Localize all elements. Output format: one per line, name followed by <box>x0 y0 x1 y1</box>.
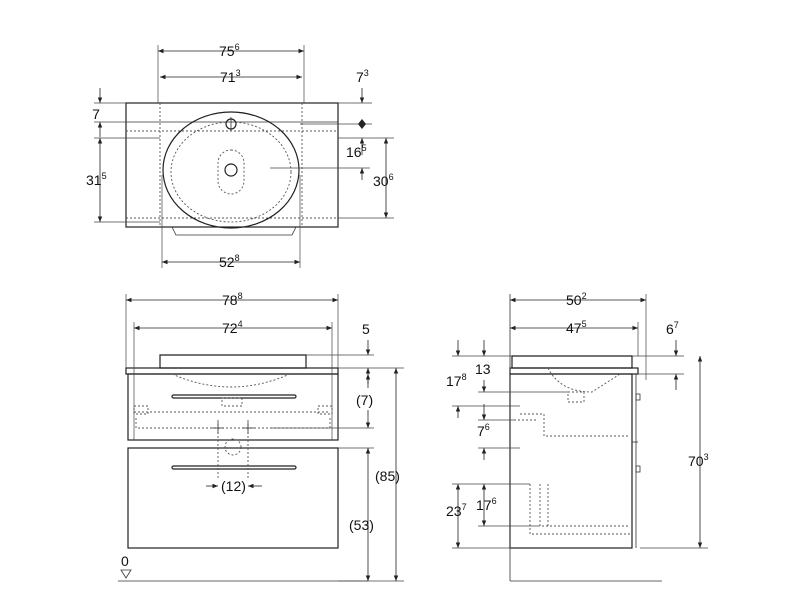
dim-label-30-6: 306 <box>373 172 394 189</box>
dim-label-72-4: 724 <box>222 319 243 336</box>
overflow-slot <box>217 149 245 195</box>
svg-text:237: 237 <box>446 502 467 519</box>
dim-label-78-8: 788 <box>222 291 243 308</box>
dim-label-70-3: 703 <box>688 452 709 469</box>
svg-text:13: 13 <box>475 361 491 377</box>
svg-text:528: 528 <box>219 253 240 270</box>
dim-label-7: 7 <box>92 106 100 122</box>
side-basin <box>511 355 633 369</box>
floor-marker <box>120 569 132 579</box>
svg-text:788: 788 <box>222 291 243 308</box>
dim-label-p85: (85) <box>375 468 400 484</box>
svg-text:756: 756 <box>219 42 240 59</box>
svg-text:7: 7 <box>92 106 100 122</box>
lower-drawer <box>127 447 339 549</box>
dim-label-17-8: 178 <box>446 372 467 389</box>
svg-text:315: 315 <box>86 171 107 188</box>
dim-label-13: 13 <box>475 361 491 377</box>
svg-text:(85): (85) <box>375 468 400 484</box>
lower-drawer-handle <box>171 465 297 470</box>
dim-label-p53: (53) <box>349 517 374 533</box>
basin-inner <box>170 121 292 223</box>
dim-label-p7: (7) <box>356 392 373 408</box>
svg-text:178: 178 <box>446 372 467 389</box>
svg-text:165: 165 <box>346 143 367 160</box>
front-view: 0 788 724 5 (7) (85) (53) (12) <box>118 291 404 582</box>
dim-label-52-8: 528 <box>219 253 240 270</box>
svg-text:5: 5 <box>362 321 370 337</box>
dim-label-7-3: 73 <box>356 68 369 85</box>
side-cabinet <box>509 373 633 549</box>
svg-text:713: 713 <box>220 68 241 85</box>
svg-text:306: 306 <box>373 172 394 189</box>
upper-drawer <box>127 373 339 441</box>
svg-text:76: 76 <box>477 422 490 439</box>
dim-label-17-6: 176 <box>476 496 497 513</box>
basin-outer <box>162 111 300 229</box>
side-view: 502 475 67 703 13 178 76 <box>446 291 709 582</box>
svg-text:67: 67 <box>666 320 679 337</box>
svg-text:0: 0 <box>121 553 129 569</box>
dim-label-50-2: 502 <box>566 291 587 308</box>
dim-label-16-5: 165 <box>346 143 367 160</box>
svg-text:703: 703 <box>688 452 709 469</box>
dim-label-p12: (12) <box>221 478 246 494</box>
top-view-countertop <box>125 102 339 228</box>
dim-label-75-6: 756 <box>219 42 240 59</box>
svg-text:176: 176 <box>476 496 497 513</box>
dim-label-5: 5 <box>362 321 370 337</box>
drain <box>224 163 238 177</box>
svg-text:(7): (7) <box>356 392 373 408</box>
svg-text:(12): (12) <box>221 478 246 494</box>
svg-text:724: 724 <box>222 319 243 336</box>
dim-label-47-5: 475 <box>566 319 587 336</box>
dim-label-31-5: 315 <box>86 171 107 188</box>
svg-text:(53): (53) <box>349 517 374 533</box>
top-view: 756 713 73 7 315 165 306 <box>86 42 394 270</box>
svg-text:73: 73 <box>356 68 369 85</box>
front-basin <box>159 354 307 369</box>
svg-text:475: 475 <box>566 319 587 336</box>
dim-label-71-3: 713 <box>220 68 241 85</box>
dim-label-7-6: 76 <box>477 422 490 439</box>
dim-label-23-7: 237 <box>446 502 467 519</box>
dim-label-0: 0 <box>121 553 129 569</box>
svg-text:502: 502 <box>566 291 587 308</box>
dim-label-6-7: 67 <box>666 320 679 337</box>
